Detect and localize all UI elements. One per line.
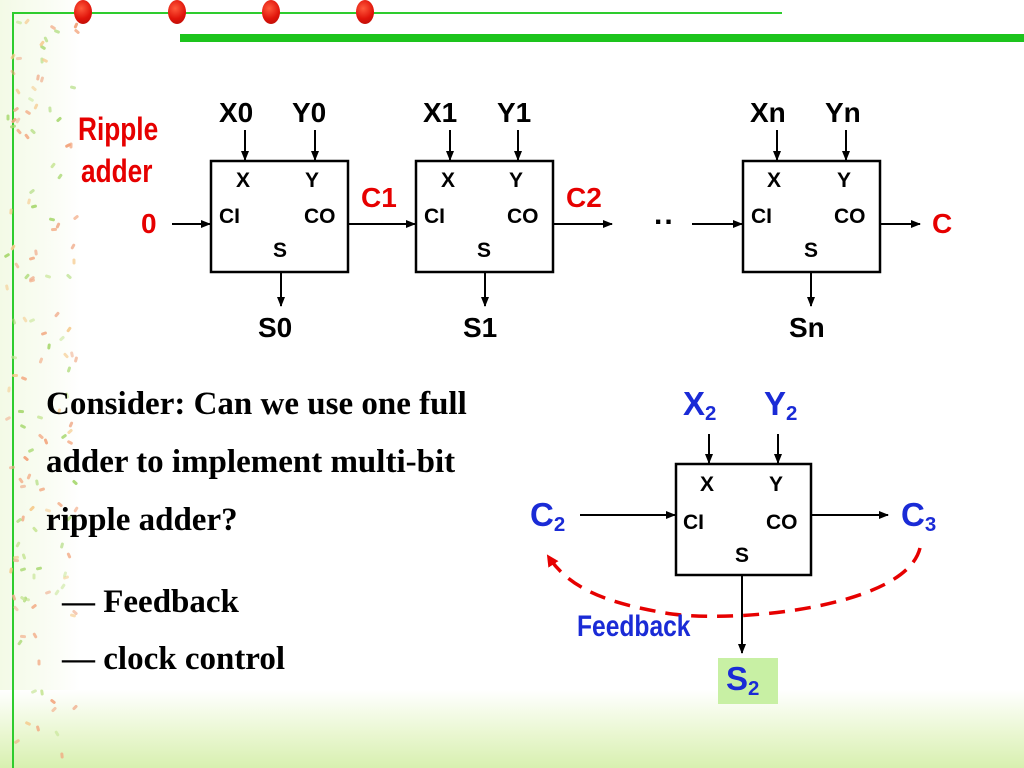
port-label-co: CO <box>766 511 798 534</box>
port-label-y: Y <box>837 169 852 192</box>
feedback-arrow <box>546 547 922 619</box>
carry-out-label: C <box>932 208 953 239</box>
sum-label-sn: Sn <box>789 312 825 343</box>
feedback-label: Feedback <box>577 610 691 643</box>
port-label-co: CO <box>304 205 336 228</box>
red-dot-icon <box>356 0 374 24</box>
port-label-x: X <box>441 169 456 192</box>
bullet-feedback: — Feedback <box>62 584 239 620</box>
port-label-y: Y <box>305 169 320 192</box>
red-dot-icon <box>168 0 186 24</box>
port-label-ci: CI <box>424 205 445 228</box>
port-label-y: Y <box>509 169 524 192</box>
port-label-x: X <box>700 473 715 496</box>
full-adder-box-1 <box>414 159 555 274</box>
port-label-co: CO <box>834 205 866 228</box>
port-label-co: CO <box>507 205 539 228</box>
background-gradient <box>0 690 1024 768</box>
full-adder-box-n <box>741 159 882 274</box>
ellipsis: .. <box>654 198 675 231</box>
port-label-ci: CI <box>219 205 240 228</box>
red-dot-icon <box>262 0 280 24</box>
ripple-adder-title-line1: Ripple <box>78 111 159 147</box>
port-label-x: X <box>767 169 782 192</box>
input-label-x2: X2 <box>683 385 717 426</box>
ripple-adder-title-line2: adder <box>81 153 153 189</box>
input-label-y2: Y2 <box>764 385 798 426</box>
port-label-x: X <box>236 169 251 192</box>
port-label-s: S <box>804 239 819 262</box>
input-label-x0: X0 <box>219 97 254 128</box>
full-adder-box-0 <box>209 159 350 274</box>
port-label-ci: CI <box>683 511 704 534</box>
port-label-ci: CI <box>751 205 772 228</box>
sum-highlight-box <box>718 658 778 704</box>
sum-label-s1: S1 <box>463 312 498 343</box>
carry-in-label-c2: C2 <box>530 496 566 537</box>
input-label-y0: Y0 <box>292 97 327 128</box>
port-label-s: S <box>477 239 492 262</box>
question-line-3: ripple adder? <box>46 502 238 538</box>
carry-out-label-c3: C3 <box>901 496 937 537</box>
carry-label-c1: C1 <box>361 182 397 213</box>
input-label-y1: Y1 <box>497 97 532 128</box>
red-dot-icon <box>74 0 92 24</box>
sum-label-s2: S2 <box>726 660 760 701</box>
question-line-1: Consider: Can we use one full <box>46 386 467 422</box>
port-label-s: S <box>735 544 750 567</box>
port-label-s: S <box>273 239 288 262</box>
sum-label-s0: S0 <box>258 312 293 343</box>
input-label-xn: Xn <box>750 97 786 128</box>
carry-label-c2: C2 <box>566 182 602 213</box>
carry-in-label: 0 <box>141 208 157 239</box>
input-label-yn: Yn <box>825 97 861 128</box>
single-full-adder-box <box>674 462 813 577</box>
port-label-y: Y <box>769 473 784 496</box>
title-bar-line <box>180 34 1024 42</box>
top-green-line <box>12 12 782 14</box>
question-line-2: adder to implement multi-bit <box>46 444 456 480</box>
bullet-clock-control: — clock control <box>62 641 286 677</box>
input-label-x1: X1 <box>423 97 458 128</box>
left-green-line <box>12 12 14 768</box>
